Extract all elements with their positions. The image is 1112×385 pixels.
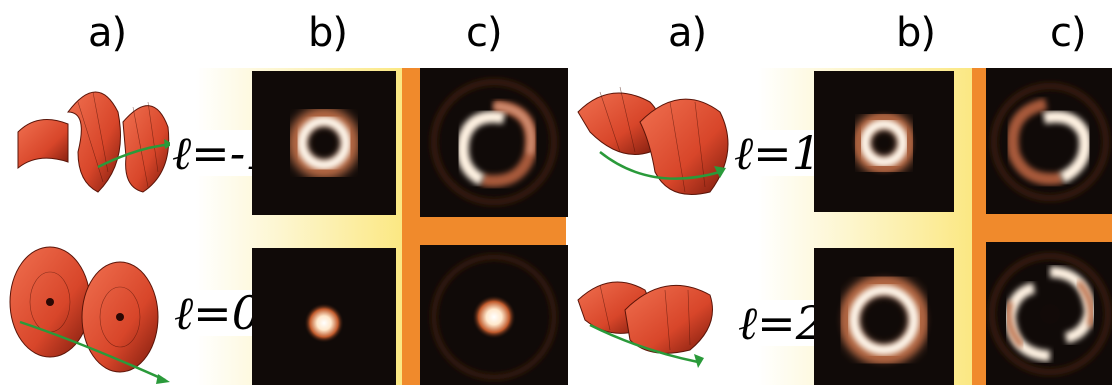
interference-spot-l-0: [420, 245, 568, 385]
interference-spiral-l-minus1: [420, 68, 568, 217]
helix-l-0-icon: [9, 246, 170, 384]
label-c-left: c): [466, 10, 503, 56]
label-b-right: b): [896, 10, 936, 56]
intensity-donut-l-minus1: [252, 71, 396, 215]
intensity-donut-l-2: [814, 248, 954, 385]
label-a-left: a): [88, 10, 127, 56]
helix-l-2-icon: [577, 281, 713, 368]
label-b-left: b): [308, 10, 348, 56]
intensity-spot-l-0: [252, 248, 396, 385]
label-c-right: c): [1050, 10, 1087, 56]
helix-l-1-icon: [577, 86, 729, 195]
right-orange-horizontal-bar: [972, 214, 1112, 242]
interference-spiral-l-1: [986, 68, 1112, 214]
intensity-donut-l-1: [814, 71, 954, 212]
mode-label-l-0: ℓ=0: [172, 286, 263, 340]
label-a-right: a): [668, 10, 707, 56]
left-orange-horizontal-bar: [402, 217, 566, 245]
helix-l-minus1-icon: [17, 91, 174, 193]
mode-label-l-2: ℓ=2: [736, 296, 827, 350]
interference-two-arm-spiral-l-2: [986, 242, 1112, 385]
mode-label-l-1: ℓ=1: [732, 126, 823, 180]
